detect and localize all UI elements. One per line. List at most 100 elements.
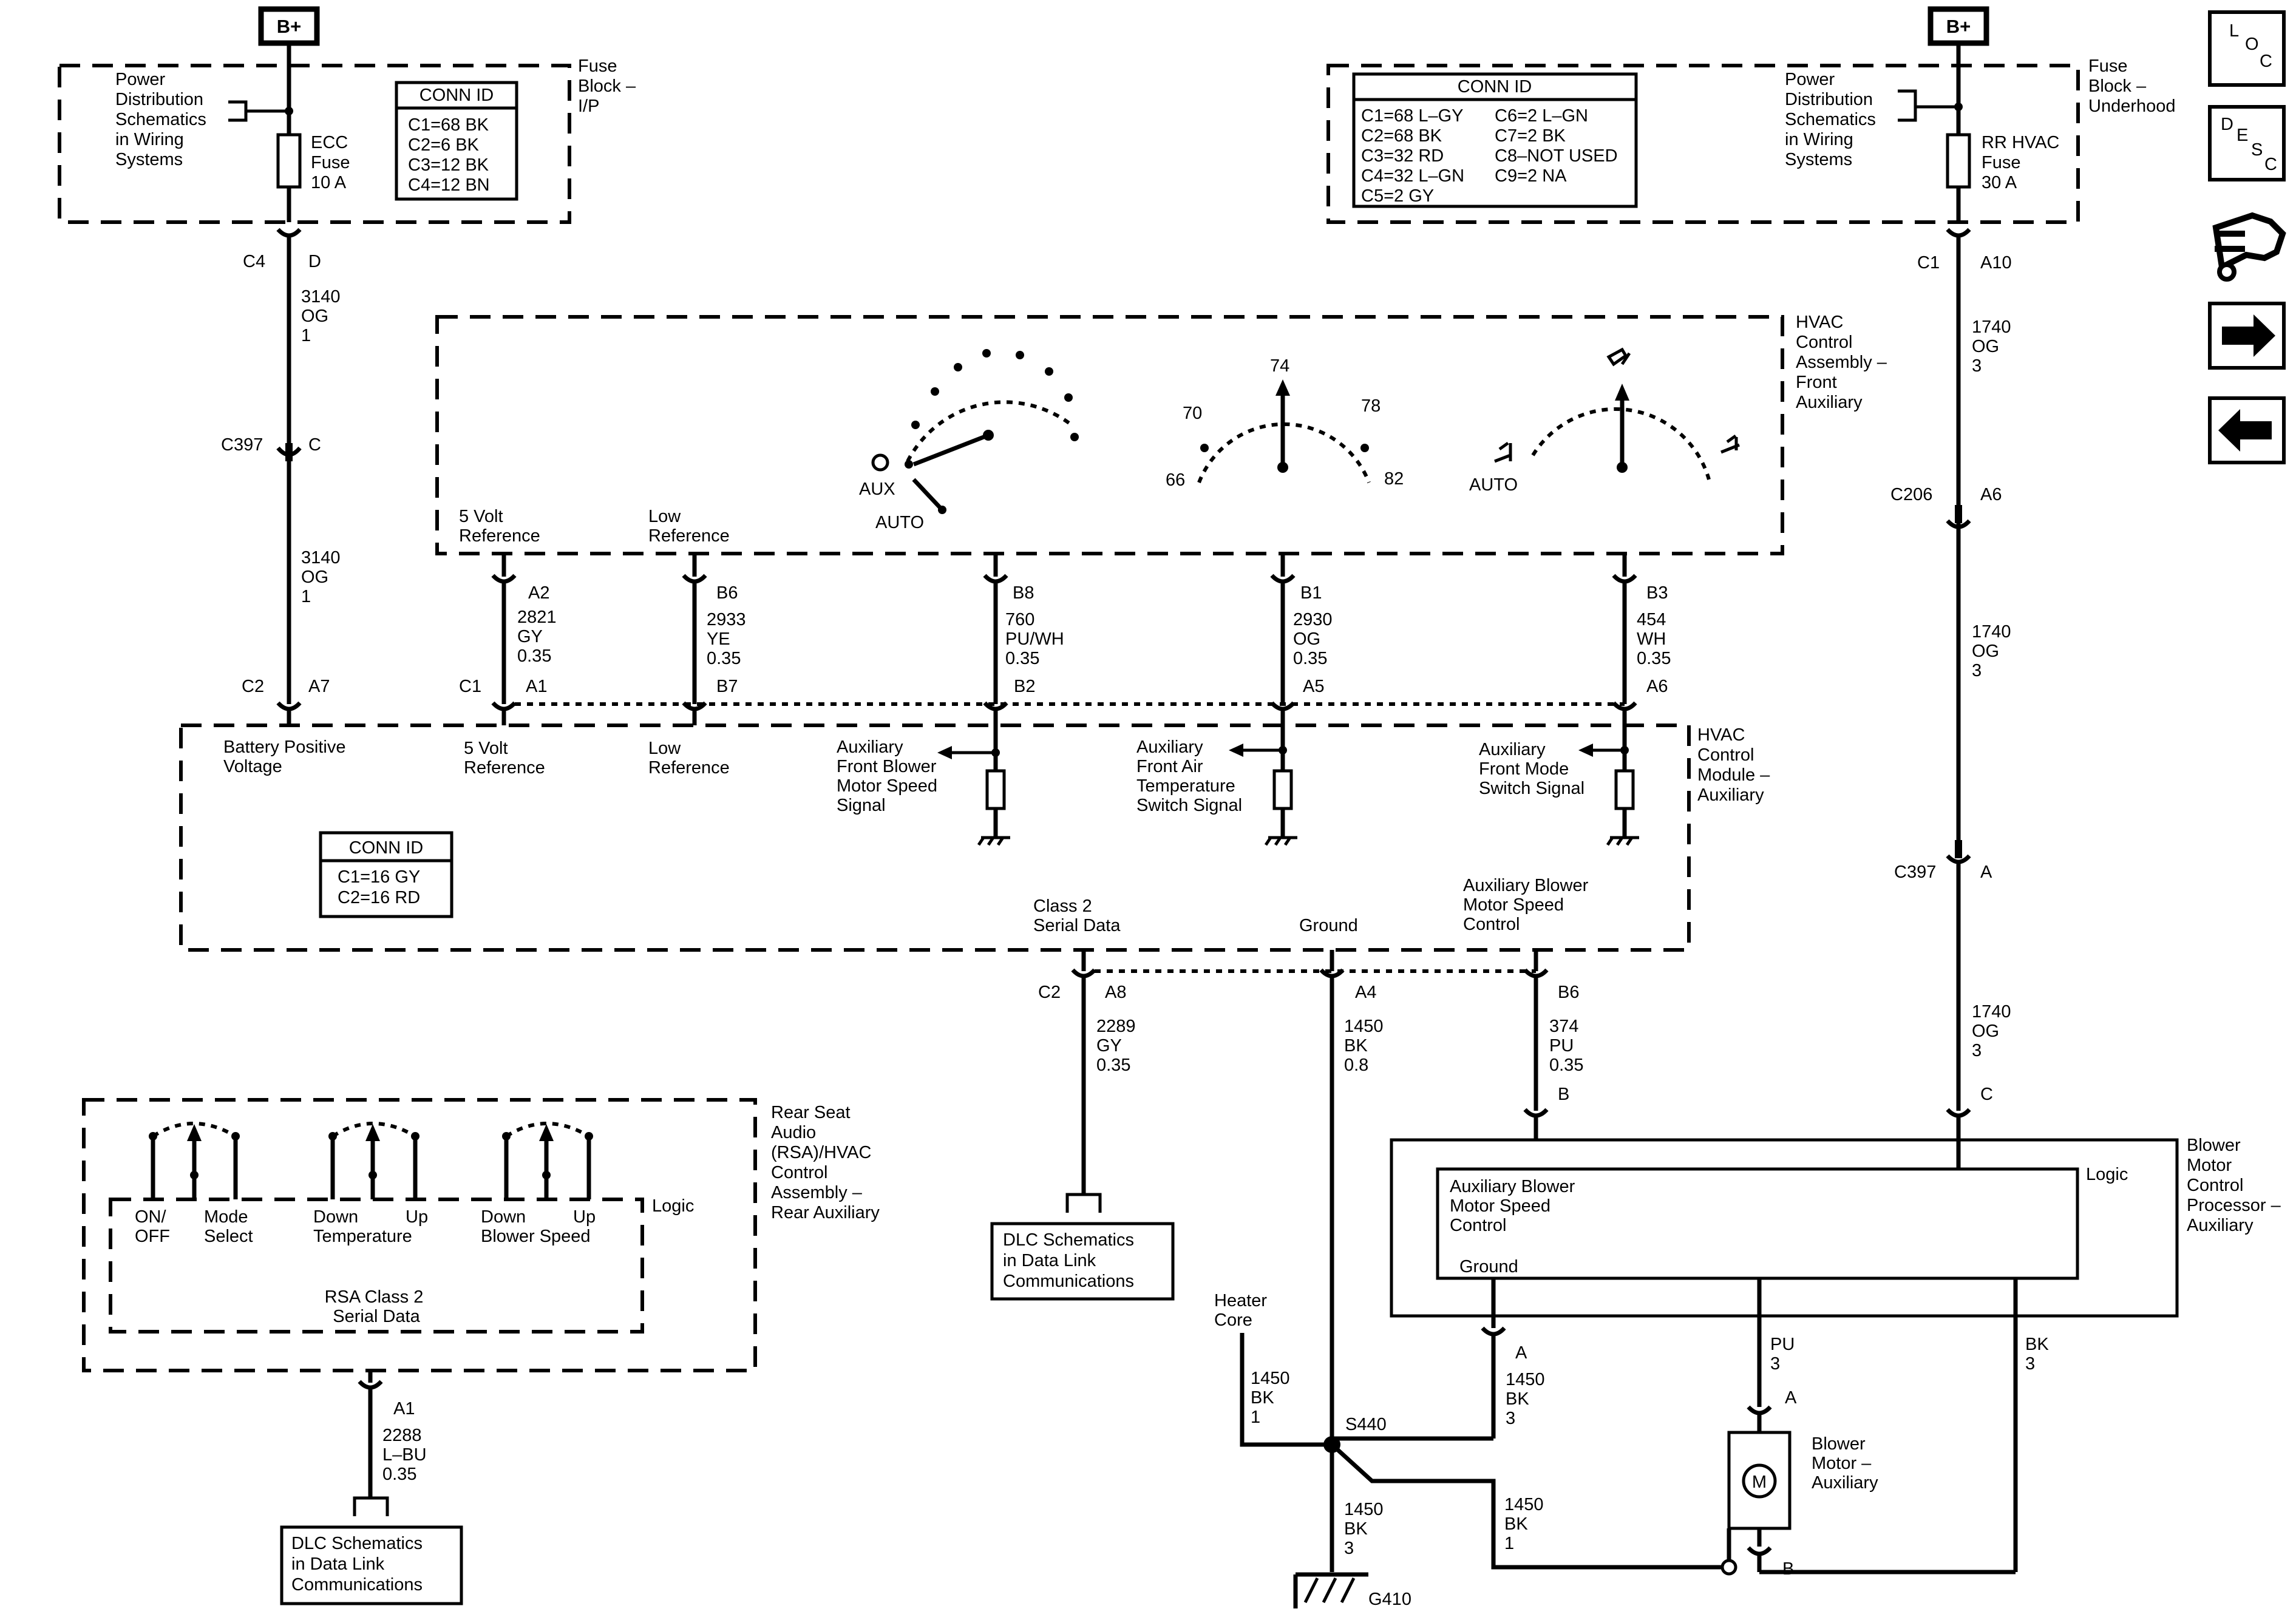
svg-text:Down: Down — [481, 1207, 526, 1227]
loc-button[interactable]: L O C — [2208, 10, 2286, 87]
svg-text:C397: C397 — [221, 435, 263, 455]
blower-signal-circuit — [937, 746, 1010, 846]
fuse-block-ip-border — [58, 64, 571, 224]
conn-id-box-uh — [1352, 72, 1638, 208]
svg-text:B7: B7 — [716, 677, 738, 696]
connector-wrench-icon[interactable] — [2212, 212, 2286, 282]
svg-text:CONN ID: CONN ID — [1458, 77, 1532, 97]
svg-text:B6: B6 — [716, 583, 738, 603]
svg-text:Blower Speed: Blower Speed — [481, 1227, 591, 1246]
svg-text:A6: A6 — [1646, 677, 1668, 696]
svg-text:DLC Schematics in Data L: DLC Schematics in Data Link Communicatio… — [291, 1534, 427, 1595]
svg-text:1450 BK 1: 1450 BK 1 — [1251, 1369, 1295, 1427]
svg-text:Auxiliary Blower Motor S: Auxiliary Blower Motor Speed Control — [1463, 876, 1593, 934]
fuse-block-uh-border — [1326, 64, 2080, 224]
svg-text:Auxiliary Front Air: Auxiliary Front Air Temperature Switch S… — [1136, 737, 1242, 815]
rsa-mode-switch — [149, 1122, 240, 1199]
svg-text:760 PU/WH 0.35: 760 PU/WH 0.35 — [1005, 610, 1069, 668]
svg-text:Ground: Ground — [1459, 1257, 1518, 1276]
svg-text:5 Volt Reference: 5 Volt Reference — [464, 739, 545, 778]
svg-text:C206: C206 — [1890, 485, 1932, 504]
svg-text:Temperature: Temperature — [313, 1227, 412, 1246]
svg-text:CONN ID: CONN ID — [419, 86, 494, 105]
hvac-module-label: HVAC Control Module – Auxiliary — [1697, 725, 1775, 805]
svg-text:1450 BK 3: 1450 BK 3 — [1506, 1370, 1550, 1428]
dlc-schematics-box-left — [280, 1525, 463, 1605]
svg-text:L: L — [2229, 21, 2239, 41]
conn-id-box-ip — [395, 81, 518, 201]
svg-text:Power Distribution: Power Distribution Schematics in Wiring … — [1785, 70, 1881, 169]
svg-text:B6: B6 — [1558, 983, 1579, 1002]
vent-floor-icon — [1606, 347, 1631, 367]
ecc-fuse-symbol — [276, 133, 302, 189]
svg-text:B: B — [1782, 1559, 1794, 1579]
svg-text:B8: B8 — [1013, 583, 1034, 603]
b-plus-label: B+ — [277, 16, 302, 37]
rsa-control-assembly: Logic Rear Seat Audio (RSA)/HVAC Control… — [82, 1098, 880, 1605]
svg-text:B3: B3 — [1646, 583, 1668, 603]
svg-text:AUX: AUX — [859, 480, 895, 499]
svg-text:O: O — [2245, 35, 2259, 54]
svg-text:Auxiliary Blower Motor S: Auxiliary Blower Motor Speed Control — [1450, 1177, 1580, 1235]
rsa-label: Rear Seat Audio (RSA)/HVAC Control Assem… — [771, 1103, 880, 1222]
svg-text:Logic: Logic — [2086, 1165, 2128, 1184]
svg-text:Low Reference: Low Reference — [648, 739, 730, 778]
svg-text:B+: B+ — [1946, 16, 1971, 37]
svg-text:Battery Positive Voltage: Battery Positive Voltage — [223, 737, 351, 776]
fuse-block-uh-label: Fuse Block – Underhood — [2088, 56, 2176, 116]
fuse-block-underhood: B+ CONN ID C1=68 L–GY C2=68 BK C3=32 RD … — [1326, 6, 2176, 224]
svg-text:1740 OG 3: 1740 OG 3 — [1972, 1002, 2016, 1060]
svg-text:C2: C2 — [1038, 983, 1061, 1002]
svg-text:2821 GY 0.35: 2821 GY 0.35 — [517, 608, 562, 666]
svg-text:C: C — [1980, 1085, 1993, 1104]
svg-text:Ground: Ground — [1299, 916, 1358, 935]
svg-text:2933 YE 0.35: 2933 YE 0.35 — [707, 610, 751, 668]
svg-text:ON/ OFF: ON/ OFF — [135, 1207, 171, 1246]
svg-text:74: 74 — [1270, 356, 1289, 376]
svg-text:2930 OG 0.35: 2930 OG 0.35 — [1293, 610, 1337, 668]
svg-text:Auxiliary Front Blower: Auxiliary Front Blower Motor Speed Signa… — [837, 737, 942, 815]
svg-text:A4: A4 — [1355, 983, 1376, 1002]
svg-text:Blower Motor – Aux: Blower Motor – Auxiliary — [1812, 1434, 1878, 1493]
fuse-block-ip: B+ Power Distribution Schematics in Wiri… — [58, 6, 636, 224]
svg-text:Class 2 Serial Data: Class 2 Serial Data — [1033, 896, 1121, 935]
hvac-assembly-label: HVAC Control Assembly – Front Auxiliary — [1796, 313, 1892, 412]
hvac-control-module: HVAC Control Module – Auxiliary Battery … — [179, 724, 1775, 952]
svg-text:Down: Down — [313, 1207, 358, 1227]
svg-text:3140 OG 1: 3140 OG 1 — [301, 287, 345, 345]
ground-g410-icon — [1293, 1572, 1368, 1608]
back-arrow-button[interactable] — [2208, 396, 2286, 464]
svg-text:Auxiliary Front Mode: Auxiliary Front Mode Switch Signal — [1479, 740, 1584, 798]
svg-text:A: A — [1980, 863, 1992, 882]
middle-wires: A2 2821 GY 0.35 C1 A1 B6 2933 YE 0.35 B7… — [459, 554, 1671, 771]
svg-text:AUTO: AUTO — [875, 513, 924, 532]
svg-text:1740 OG 3: 1740 OG 3 — [1972, 317, 2016, 376]
svg-text:454 WH 0.35: 454 WH 0.35 — [1637, 610, 1671, 668]
svg-text:1740 OG 3: 1740 OG 3 — [1972, 622, 2016, 680]
svg-text:C1=68 L–GY C2=68 BK: C1=68 L–GY C2=68 BK C3=32 RD C4=32 L–GN … — [1361, 106, 1469, 206]
svg-text:A10: A10 — [1980, 253, 2012, 273]
svg-text:66: 66 — [1166, 470, 1185, 490]
desc-button[interactable]: D E S C — [2208, 105, 2286, 181]
svg-text:C6=2 L–GN C7=2 BK: C6=2 L–GN C7=2 BK C8–NOT USED C9=2 NA — [1495, 106, 1623, 186]
svg-text:B2: B2 — [1014, 677, 1035, 696]
svg-text:C: C — [308, 435, 321, 455]
mode-signal-circuit — [1578, 744, 1639, 846]
rsa-temperature-switch — [328, 1122, 419, 1199]
right-power-circuit: C1 A10 1740 OG 3 C206 A6 1740 OG 3 C397 … — [1890, 228, 2016, 1171]
svg-text:C1=68 BK C2=6 BK C: C1=68 BK C2=6 BK C3=12 BK C4=12 BN — [408, 115, 494, 195]
svg-text:Up: Up — [406, 1207, 428, 1227]
svg-text:82: 82 — [1384, 469, 1404, 489]
left-arrow-icon — [2218, 409, 2272, 452]
svg-text:M: M — [1752, 1473, 1767, 1492]
next-arrow-button[interactable] — [2208, 302, 2286, 370]
svg-text:Mode Select: Mode Select — [204, 1207, 253, 1246]
svg-text:C: C — [2260, 52, 2272, 71]
svg-text:C397: C397 — [1894, 863, 1936, 882]
svg-text:Up: Up — [573, 1207, 596, 1227]
svg-text:S440: S440 — [1345, 1415, 1387, 1434]
svg-text:CONN ID: CONN ID — [349, 838, 423, 858]
svg-text:D: D — [308, 252, 321, 271]
svg-text:BK 3: BK 3 — [2025, 1335, 2054, 1374]
